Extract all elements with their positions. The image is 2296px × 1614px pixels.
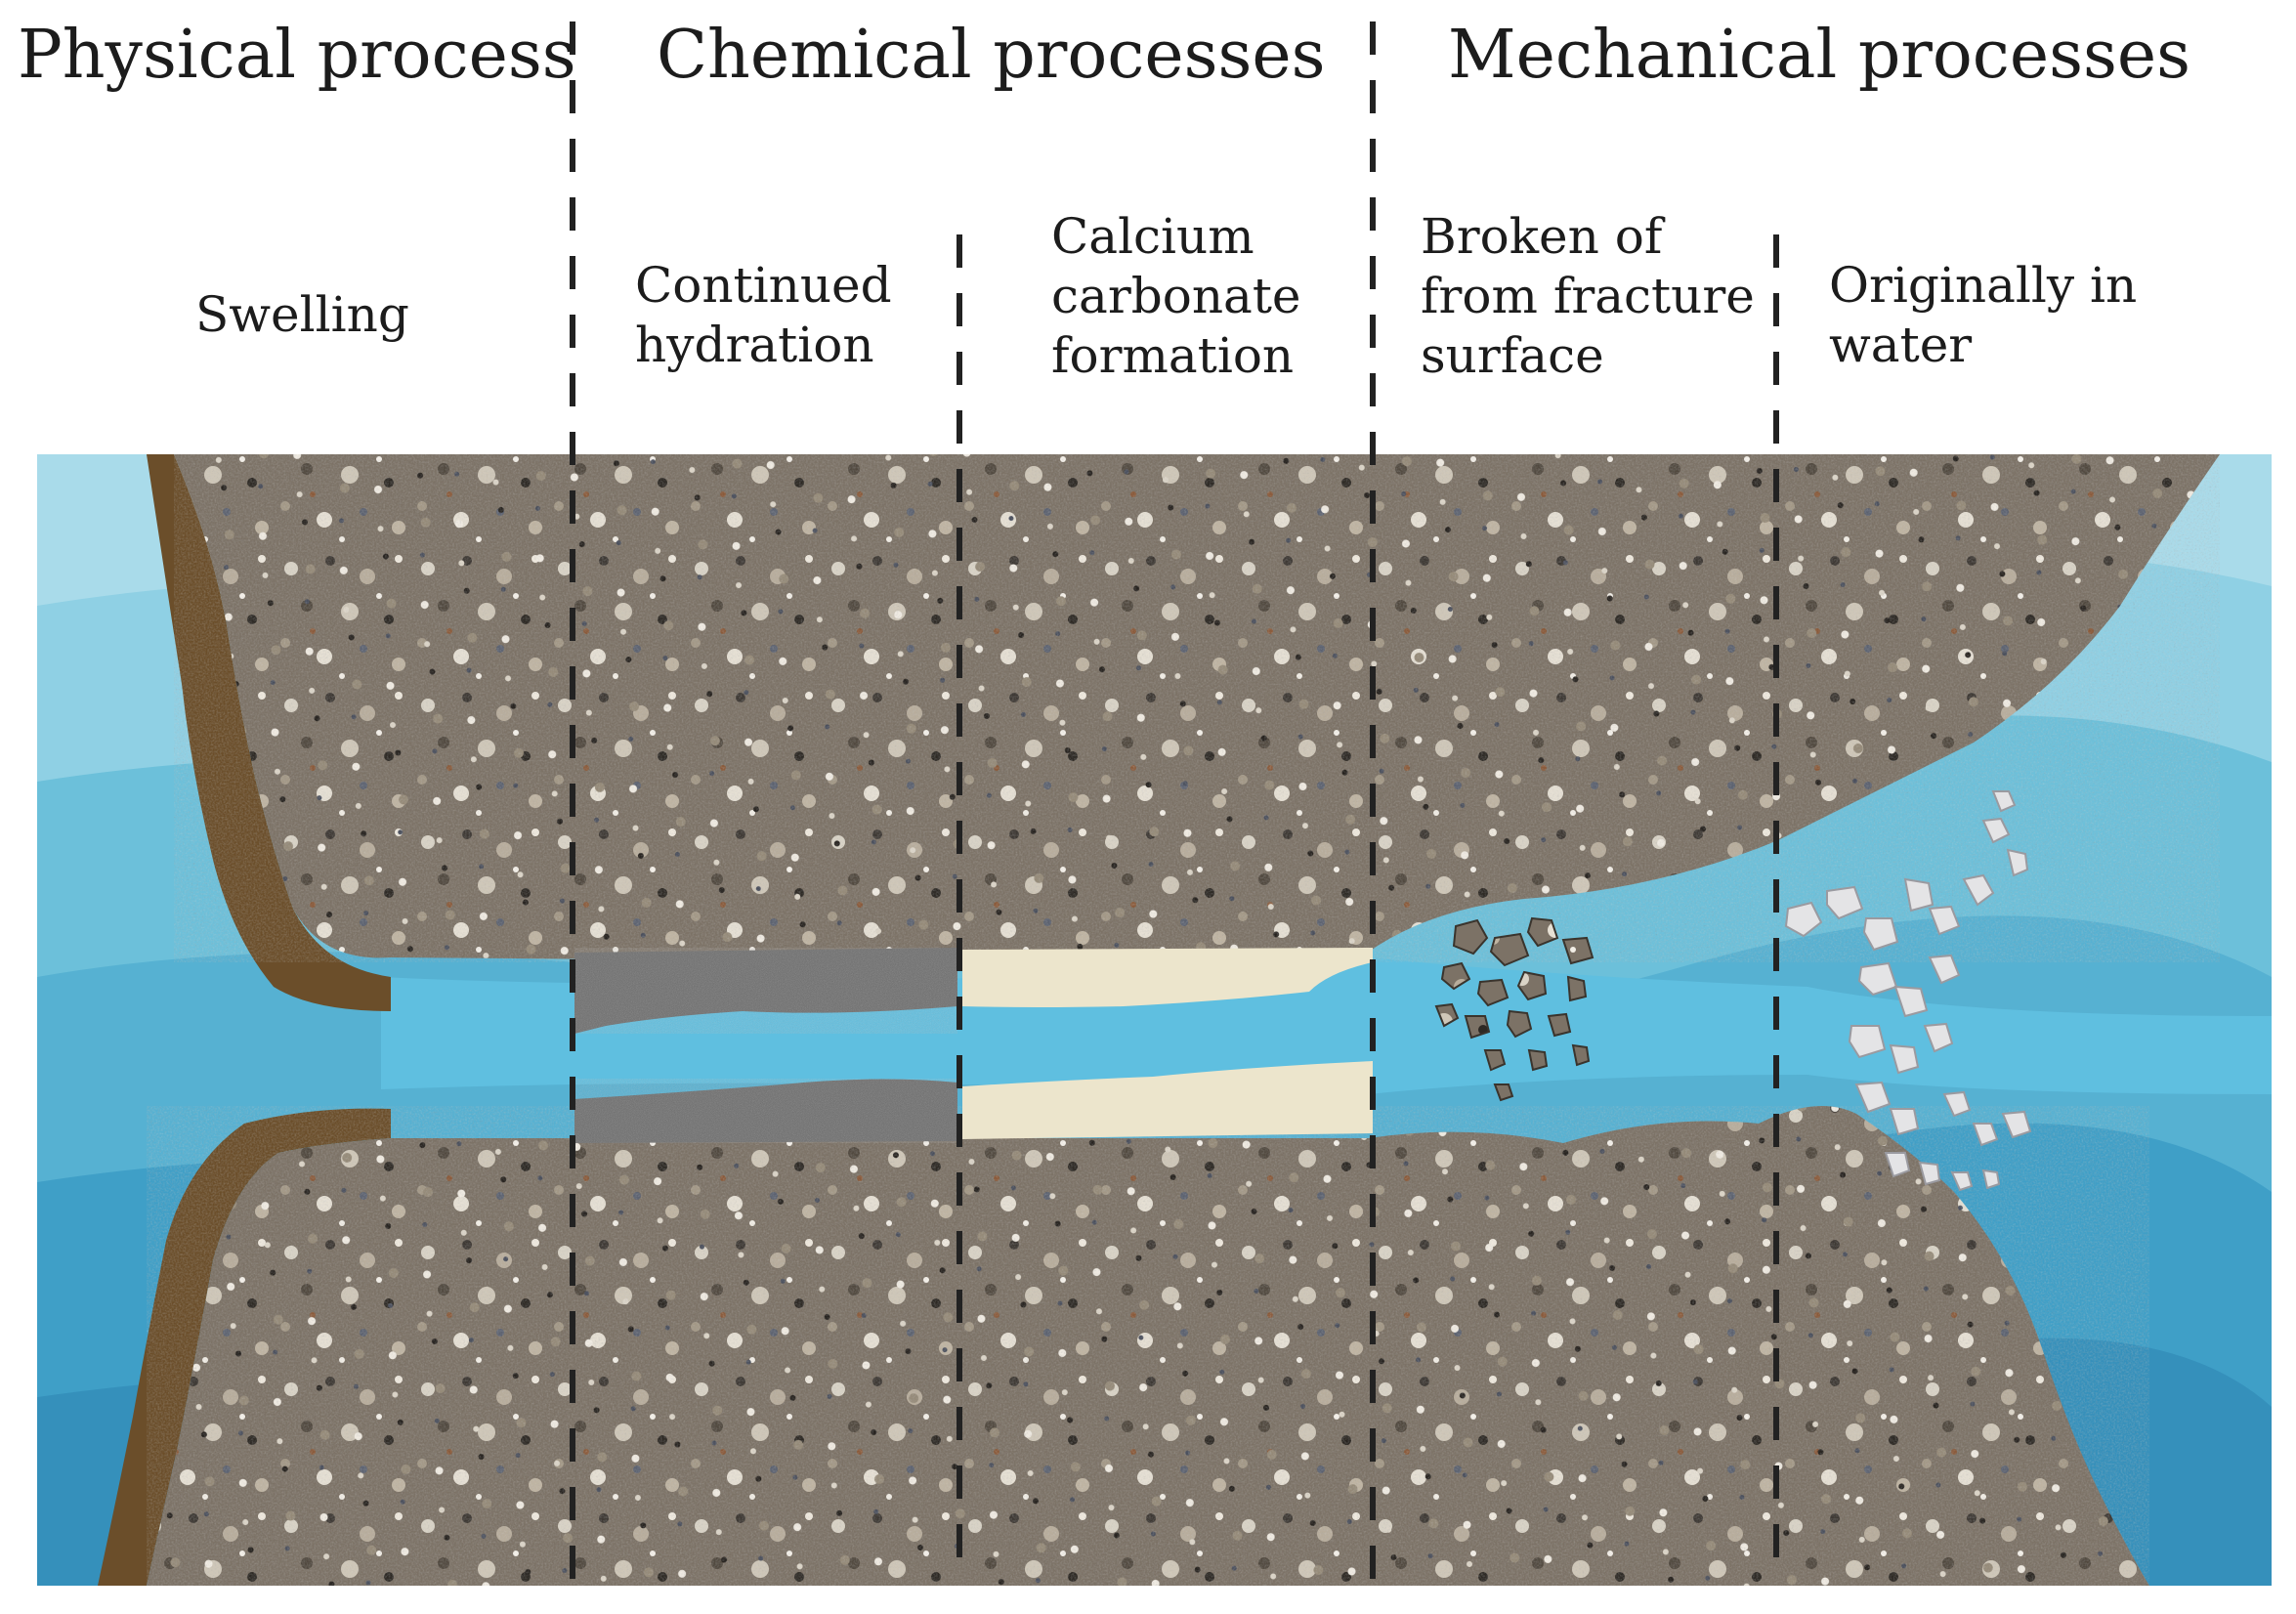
stage-label-originally: Originally in water bbox=[1829, 257, 2138, 373]
broken-fragments bbox=[1434, 916, 1594, 1102]
swelling-layer-bottom bbox=[98, 1108, 391, 1586]
stage-label-hydration: Continued hydration bbox=[635, 257, 892, 373]
calcite-layer-bottom bbox=[962, 1061, 1373, 1139]
stage-label-calcium: Calcium carbonate formation bbox=[1051, 208, 1301, 384]
stage-label-swelling: Swelling bbox=[195, 286, 409, 343]
category-physical: Physical process bbox=[18, 17, 576, 94]
dividers bbox=[570, 21, 1779, 1583]
calcite-layer-top bbox=[962, 948, 1373, 1007]
category-mechanical: Mechanical processes bbox=[1448, 17, 2191, 94]
swelling-layer-top bbox=[147, 454, 391, 1011]
stage-label-broken: Broken of from fracture surface bbox=[1421, 208, 1755, 384]
loose-particles bbox=[1784, 790, 2032, 1192]
category-chemical: Chemical processes bbox=[657, 17, 1326, 94]
